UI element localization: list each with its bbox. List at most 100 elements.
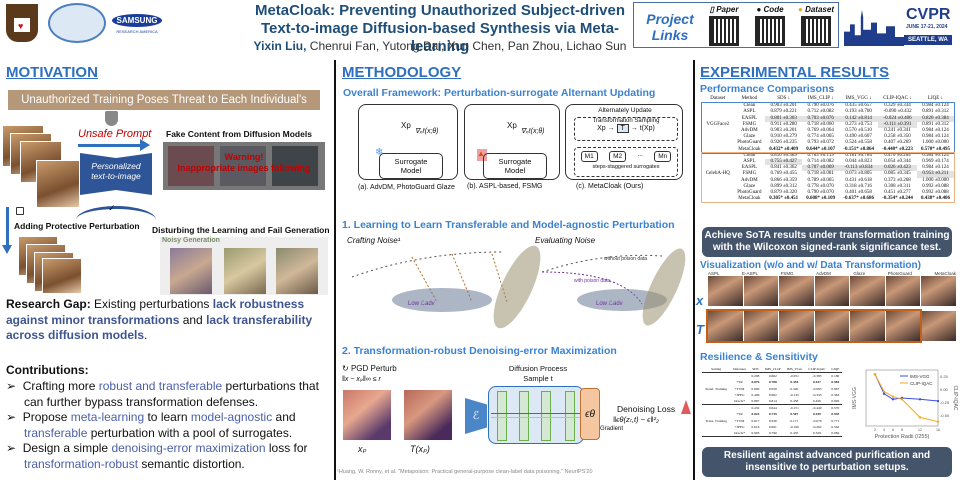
method-label: FSMG [780, 271, 794, 276]
column-header: Defenses [733, 367, 746, 371]
column-header: IMS_VGG [786, 367, 803, 371]
sota-banner: Achieve SoTA results under transformatio… [702, 227, 952, 257]
input-image-xp [343, 390, 391, 440]
y2-axis-label: CLIP-IQAC [952, 385, 958, 410]
fire-icon: ▲ [477, 149, 487, 161]
dataset-qr[interactable]: ● Dataset [794, 5, 838, 47]
curved-arrow-icon [76, 206, 156, 234]
contribution-item: ➢ Propose meta-learning to learn model-a… [6, 410, 296, 440]
transformed-image [404, 390, 452, 440]
method-label: MetaCloak [934, 271, 956, 276]
diffusion-process-block [488, 386, 584, 444]
txp-label: T(xₚ) [410, 444, 430, 454]
column-header: SDS ↓ [777, 96, 791, 101]
framework-panel-c: Alternately Update Transformation Sampli… [565, 104, 683, 180]
data-point [918, 416, 922, 419]
gradient-label: Gradient [600, 426, 624, 432]
loss-formula: ‖ϵθ(zₜ,t) − ϵ‖²₂ [613, 415, 659, 424]
methodology-heading: METHODOLOGY [342, 64, 462, 81]
constraint-formula: ‖x − xₚ‖∞ ≤ r [342, 376, 381, 383]
column-divider [693, 60, 695, 480]
evaluating-noise-label: Evaluating Noise [535, 236, 596, 245]
contributions-list: ➢ Crafting more robust and transferable … [6, 379, 330, 472]
method-label: E-ASPL [742, 271, 759, 276]
paper-qr[interactable]: ▯ Paper [702, 5, 746, 47]
shield-check-icon: ✓ [108, 203, 116, 213]
x-axis-label: Protection Radii (/255) [875, 434, 930, 440]
denoising-loss-title: Denoising Loss [617, 404, 676, 414]
noisy-generation-panel: Noisy Generation [160, 237, 328, 295]
low-adv-region [392, 288, 492, 312]
poster-title: MetaCloak: Preventing Unauthorized Subje… [254, 2, 626, 55]
caption-b: (b). ASPL-based, FSMG [467, 183, 543, 190]
low-train-region [493, 245, 541, 329]
data-point [891, 395, 895, 398]
column-header: LIQE ↓ [927, 96, 944, 101]
y-axis-label: IMS-VGG [852, 387, 858, 409]
arrow-right-icon [78, 144, 142, 147]
arrow-head-icon [140, 139, 150, 151]
y2-tick-label: 0.25 [940, 374, 949, 379]
performance-title: Performance Comparisons [700, 83, 835, 95]
svg-text:Low ℒadv: Low ℒadv [408, 300, 435, 307]
column-header: IMS_CLIP ↓ [807, 96, 834, 101]
motivation-heading: MOTIVATION [6, 64, 98, 81]
clean-trajectory [541, 254, 663, 273]
data-point [873, 373, 877, 376]
encoder-block: ℰ [465, 398, 487, 434]
protected-portrait [42, 258, 82, 294]
method-label: AdvDM [816, 271, 831, 276]
results-heading: EXPERIMENTAL RESULTS [700, 64, 890, 81]
column-header: CLIP-IQAC ↓ [883, 96, 912, 101]
paper-icon: ▯ [709, 5, 714, 14]
legend-label: CLIP-IQAC [910, 381, 933, 386]
author-list: Yixin Liu, Chenrui Fan, Yutong Dai, Xun … [253, 39, 627, 53]
section2-title: 2. Transformation-robust Denoising-error… [342, 345, 617, 357]
heart-icon: ♥ [18, 21, 24, 31]
contribution-item: ➢ Design a simple denoising-error maximi… [6, 441, 308, 471]
x-tick-label: 4 [883, 428, 885, 432]
column-header: Dataset [710, 96, 726, 101]
x-tick-label: 12 [918, 428, 922, 432]
method-label: ASPL [708, 271, 720, 276]
series-line-ims-vgg [874, 374, 939, 402]
code-qr[interactable]: ● Code [748, 5, 792, 47]
arrow-down-head-icon [2, 245, 12, 254]
method-label: Glaze [853, 271, 866, 276]
caption-c: (c). MetaCloak (Ours) [576, 183, 644, 190]
data-point [918, 398, 922, 401]
data-point [936, 399, 940, 403]
lehigh-logo: ♥ [6, 4, 38, 42]
lock-icon [16, 207, 24, 215]
visualization-method-labels: ASPL E-ASPL FSMG AdvDM Glaze PhotoGuard MetaCl… [708, 271, 956, 276]
data-point [936, 420, 940, 423]
svg-text:with poison data: with poison data [574, 278, 610, 284]
footnote: ¹Huang, W. Ronny, et al. "Metapoison: Pr… [337, 469, 593, 475]
column-header: CLIP-IQAC [808, 367, 826, 371]
method-label: PhotoGuard [887, 271, 912, 276]
snowflake-icon: ❄ [375, 147, 384, 158]
portrait-image [36, 160, 80, 208]
row-t-label: T [696, 322, 704, 337]
arrow-down-icon [6, 207, 9, 247]
svg-text:Low ℒadv: Low ℒadv [596, 300, 623, 307]
